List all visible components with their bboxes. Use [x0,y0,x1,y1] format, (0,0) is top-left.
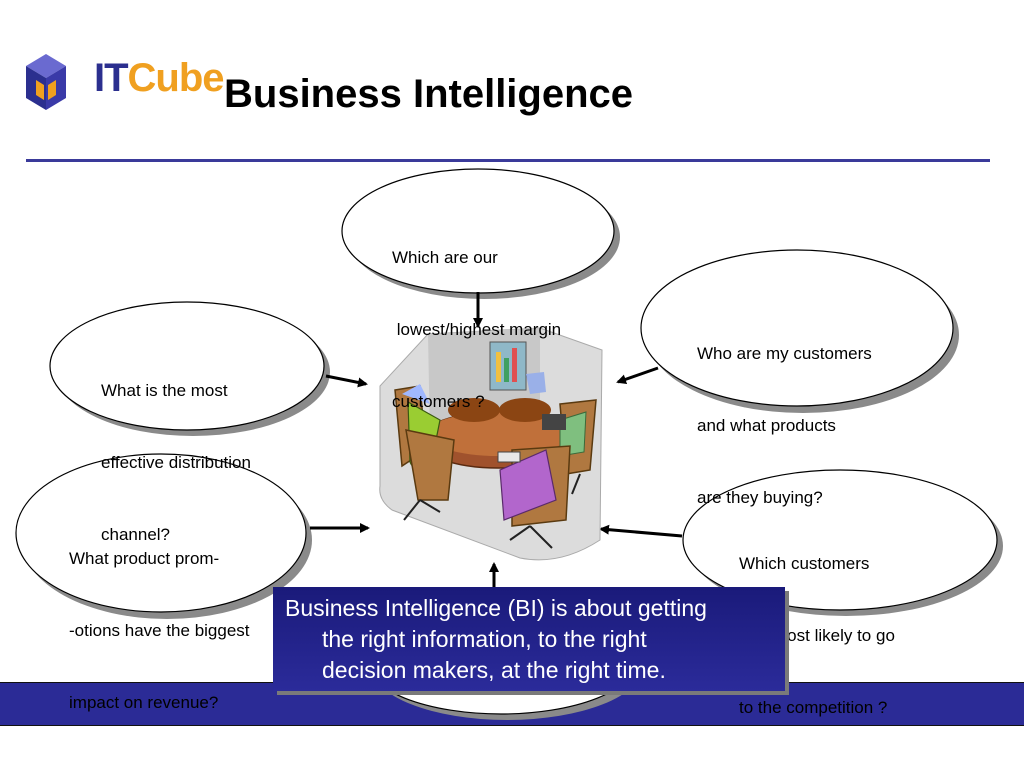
question-top-right: Who are my customers and what products a… [697,294,872,558]
logo-wordmark: ITCube [94,56,225,101]
question-lower-left: What product prom- -otions have the bigg… [69,499,250,763]
question-top: Which are our lowest/highest margin cust… [392,198,561,462]
question-lower-right: Which customers are most likely to go to… [739,504,895,768]
arrow-lower-right [599,524,683,538]
question-top-right-line-3: are they buying? [697,488,823,507]
question-lower-right-line-1: Which customers [739,554,870,573]
cube-icon [26,54,66,110]
itcube-logo: ITCube [24,52,225,116]
question-left-line-1: What is the most [101,381,228,400]
bubble-lower-right [682,469,1003,616]
question-top-right-line-1: Who are my customers [697,344,872,363]
bubble-top [341,168,620,299]
question-top-line-3: customers ? [392,392,485,411]
question-left-line-2: effective distribution [101,453,251,472]
question-top-right-line-2: and what products [697,416,836,435]
bubble-left [49,301,330,436]
question-lower-left-line-1: What product prom- [69,549,220,568]
callout-line-2: the right information, to the right [322,626,647,652]
logo-cube: Cube [127,56,225,100]
bi-definition-callout: Business Intelligence (BI) is about gett… [273,587,785,691]
question-left: What is the most effective distribution … [101,331,251,595]
slide-title: Business Intelligence [224,72,634,116]
meeting-room-illustration [379,327,603,561]
arrow-top-right [616,366,659,385]
arrow-left [325,374,368,388]
question-lower-left-line-3: impact on revenue? [69,693,219,712]
question-top-line-1: Which are our [392,248,498,267]
logo-it: IT [94,56,129,100]
callout-line-3: decision makers, at the right time. [322,657,666,683]
title-divider [26,159,990,162]
bubble-lower-left [15,453,312,619]
bubble-top-right [640,249,959,413]
callout-line-1: Business Intelligence (BI) is about gett… [285,595,707,621]
question-left-line-3: channel? [101,525,171,544]
question-lower-left-line-2: -otions have the biggest [69,621,250,640]
question-lower-right-line-3: to the competition ? [739,698,888,717]
question-top-line-2: lowest/highest margin [392,320,562,339]
